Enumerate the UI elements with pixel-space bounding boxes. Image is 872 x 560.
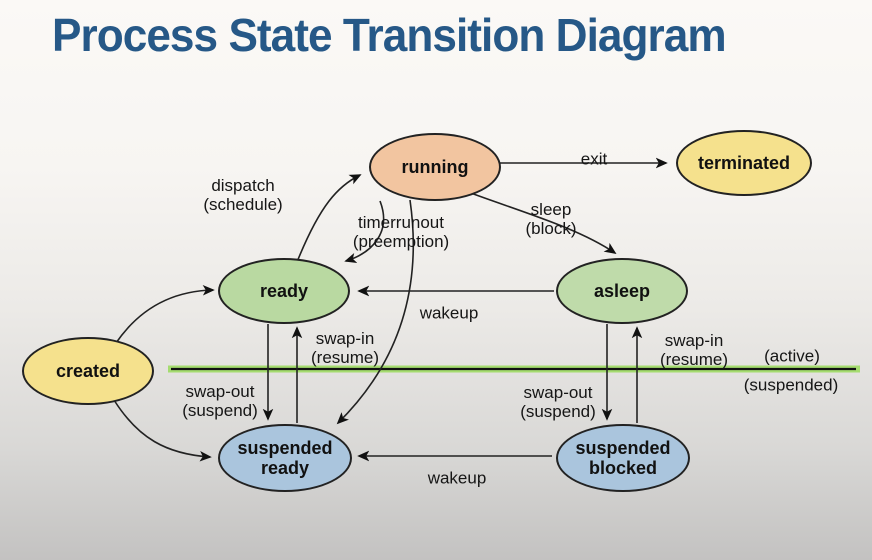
label-swap-in-right-line1: swap-in (664, 331, 724, 350)
state-ready-label: ready (259, 281, 309, 301)
label-swap-out-right-line2: (suspend) (520, 402, 596, 421)
arrow-created-to-suspendedready (113, 399, 212, 462)
label-swap-in-left: swap-in (resume) (311, 329, 379, 367)
label-dispatch-line1: dispatch (211, 176, 275, 195)
arrow-running-to-asleep-sleep (467, 191, 617, 255)
label-sleep: sleep (block) (525, 200, 576, 238)
state-running-label: running (401, 157, 469, 177)
state-running: running (369, 133, 501, 201)
state-suspended-ready-label-line2: ready (260, 458, 310, 478)
arrow-running-to-suspendedready (336, 199, 415, 425)
label-timerrunout: timerrunout (preemption) (353, 213, 449, 251)
page-title: Process State Transition Diagram (52, 9, 727, 61)
state-suspended-blocked: suspended blocked (556, 424, 690, 492)
label-dispatch: dispatch (schedule) (203, 176, 282, 214)
label-suspended-region: (suspended) (743, 375, 839, 395)
label-active-region: (active) (764, 346, 820, 366)
label-swap-out-left-line1: swap-out (185, 382, 255, 401)
arrow-created-to-ready (115, 284, 215, 344)
label-exit: exit (580, 149, 608, 169)
state-suspended-ready: suspended ready (218, 424, 352, 492)
state-suspended-ready-label-line1: suspended (237, 438, 333, 458)
label-timerrunout-line1: timerrunout (358, 213, 444, 232)
arrow-running-to-ready-timerrunout (344, 200, 385, 264)
label-swap-in-left-line1: swap-in (315, 329, 375, 348)
state-terminated: terminated (676, 130, 812, 196)
label-wakeup-bottom: wakeup (427, 468, 487, 488)
label-sleep-line2: (block) (525, 219, 577, 238)
label-swap-out-right-line1: swap-out (523, 383, 593, 402)
state-created-label: created (55, 361, 121, 381)
label-timerrunout-line2: (preemption) (352, 232, 450, 251)
label-swap-in-right-line2: (resume) (659, 350, 729, 369)
state-ready: ready (218, 258, 350, 324)
label-wakeup-mid: wakeup (419, 303, 479, 323)
label-swap-in-left-line2: (resume) (310, 348, 380, 367)
arrow-ready-to-running-dispatch (296, 174, 362, 263)
label-swap-out-right: swap-out (suspend) (520, 383, 596, 421)
label-dispatch-line2: (schedule) (203, 195, 283, 214)
state-asleep-label: asleep (593, 281, 651, 301)
label-swap-out-left-line2: (suspend) (182, 401, 258, 420)
state-asleep: asleep (556, 258, 688, 324)
state-terminated-label: terminated (697, 153, 791, 173)
label-sleep-line1: sleep (530, 200, 572, 219)
state-created: created (22, 337, 154, 405)
label-swap-out-left: swap-out (suspend) (182, 382, 258, 420)
label-swap-in-right: swap-in (resume) (660, 331, 728, 369)
state-suspended-blocked-label-line2: blocked (588, 458, 658, 478)
state-suspended-blocked-label-line1: suspended (575, 438, 671, 458)
